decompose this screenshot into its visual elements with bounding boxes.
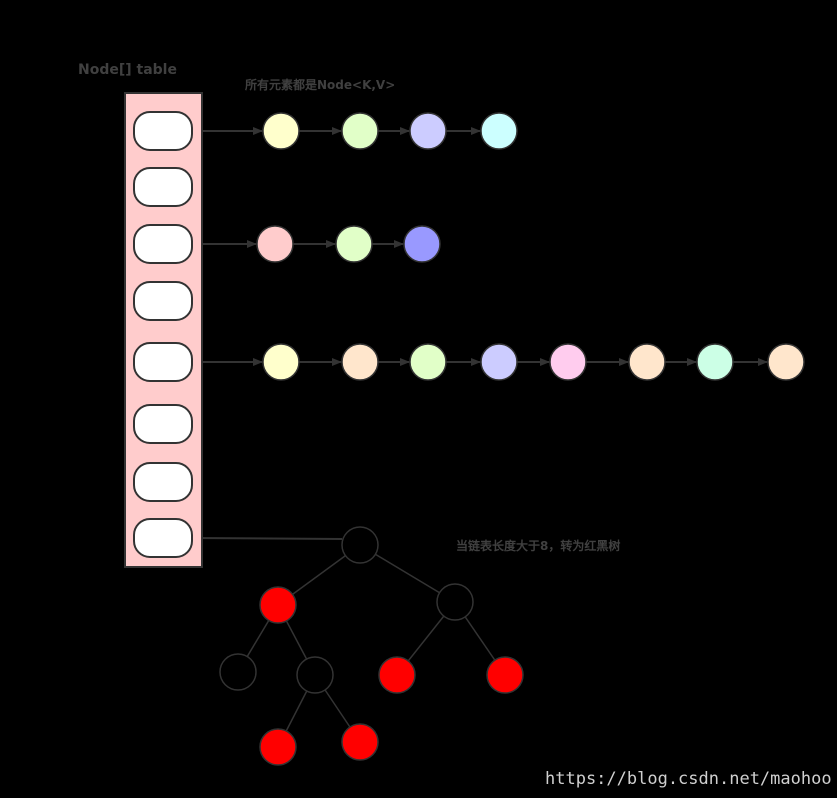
table-slot-6 [133,462,193,502]
list-2-node-5 [628,343,666,381]
list-1-node-1 [335,225,373,263]
tree-node-lrl [259,728,297,766]
list-2-node-4 [549,343,587,381]
list-2-node-6 [696,343,734,381]
table-slot-3 [133,281,193,321]
tree-link-edge [191,537,343,540]
tree-node-lrr [341,723,379,761]
list-2-node-3 [480,343,518,381]
table-slot-4 [133,342,193,382]
edges-layer [191,127,768,748]
table-slot-2 [133,224,193,264]
tree-node-l [259,586,297,624]
tree-node-r [436,583,474,621]
node-type-note: 所有元素都是Node<K,V> [245,77,395,92]
list-1-node-0 [256,225,294,263]
table-slot-7 [133,518,193,558]
table-label: Node[] table [78,62,177,78]
table-slot-5 [133,404,193,444]
list-2-node-1 [341,343,379,381]
tree-node-rl [378,656,416,694]
tree-note: 当链表长度大于8，转为红黑树 [456,538,620,553]
list-0-node-1 [341,112,379,150]
table-slot-1 [133,167,193,207]
list-0-node-2 [409,112,447,150]
table-slot-0 [133,111,193,151]
tree-node-ll [219,653,257,691]
list-2-node-0 [262,343,300,381]
list-1-node-2 [403,225,441,263]
tree-node-rr [486,656,524,694]
list-0-node-0 [262,112,300,150]
list-0-node-3 [480,112,518,150]
tree-node-root [341,526,379,564]
nodes-layer [219,112,805,766]
list-2-node-7 [767,343,805,381]
list-2-node-2 [409,343,447,381]
watermark: https://blog.csdn.net/maohoo [545,769,832,789]
tree-node-lr [296,656,334,694]
node-table [124,92,203,568]
